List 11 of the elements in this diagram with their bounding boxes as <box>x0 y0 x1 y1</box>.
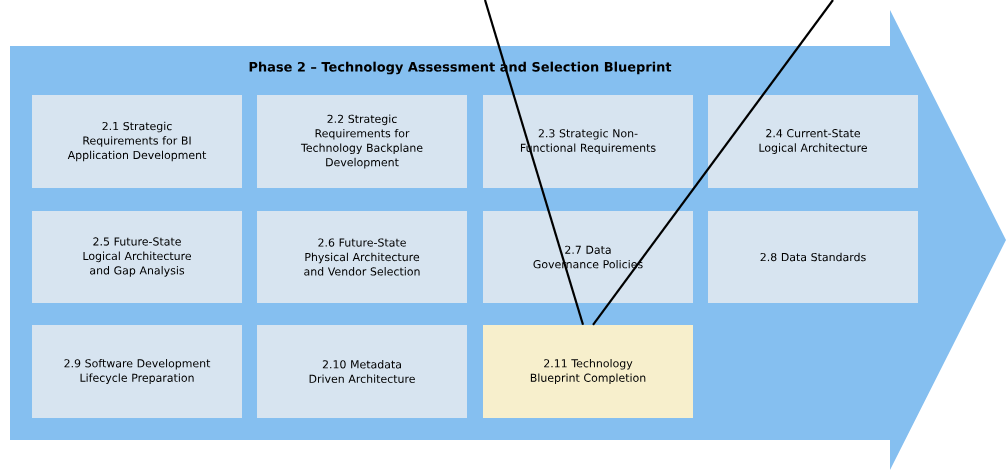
task-box: 2.4 Current-State Logical Architecture <box>708 95 918 188</box>
task-box: 2.10 Metadata Driven Architecture <box>257 325 467 418</box>
task-box: 2.6 Future-State Physical Architecture and Vendor Selection <box>257 211 467 303</box>
task-box: 2.2 Strategic Requirements for Technology Backplane Development <box>257 95 467 188</box>
task-box: 2.5 Future-State Logical Architecture and Gap Analysis <box>32 211 242 303</box>
line <box>483 0 585 326</box>
task-box: 2.9 Software Development Lifecycle Preparation <box>32 325 242 418</box>
line <box>592 0 834 326</box>
task-box: 2.11 Technology Blueprint Completion <box>483 325 693 418</box>
task-box: 2.1 Strategic Requirements for BI Application Development <box>32 95 242 188</box>
task-box: 2.8 Data Standards <box>708 211 918 303</box>
